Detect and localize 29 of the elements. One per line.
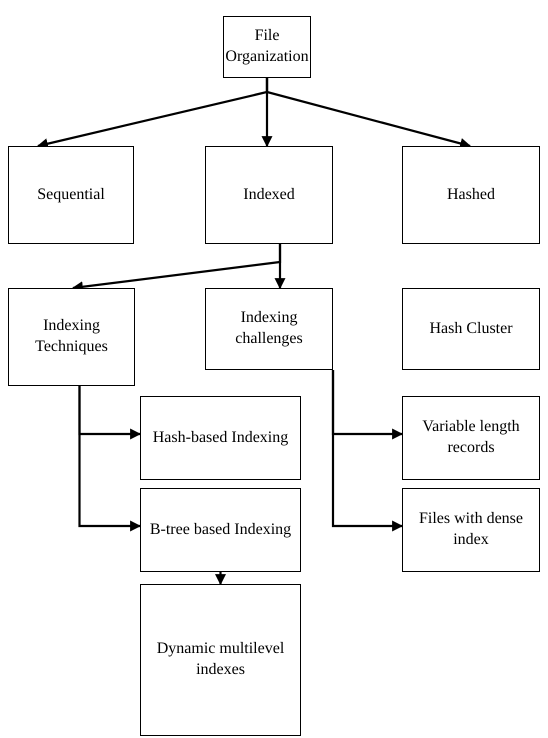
box-label: Sequential (37, 184, 105, 205)
arrow (274, 244, 286, 290)
arrow (78, 386, 142, 532)
box-label: Indexing challenges (234, 308, 304, 349)
process-box (140, 396, 301, 480)
arrow (332, 370, 404, 532)
box-label: Hash-based Indexing (152, 428, 288, 448)
process-box (402, 288, 540, 370)
process-box (140, 584, 301, 736)
box-label: File Organization (225, 26, 309, 67)
box-label: Indexed (243, 184, 295, 205)
arrow (266, 78, 472, 149)
process-box (402, 396, 540, 480)
process-box (402, 488, 540, 572)
process-box (140, 488, 301, 572)
process-box (205, 288, 333, 370)
process-box (8, 288, 135, 386)
arrow (215, 572, 226, 586)
process-box (8, 146, 134, 244)
box-label: Hashed (447, 184, 495, 205)
process-box (205, 146, 333, 244)
box-label: Indexing Techniques (34, 316, 109, 357)
box-label: Hash Cluster (429, 318, 513, 339)
box-label: Variable length records (421, 417, 521, 458)
box-label: Dynamic multilevel indexes (156, 639, 286, 680)
process-box (223, 16, 311, 78)
process-box (402, 146, 540, 244)
box-label: Files with dense index (418, 509, 524, 550)
box-label: B-tree based Indexing (150, 520, 292, 540)
